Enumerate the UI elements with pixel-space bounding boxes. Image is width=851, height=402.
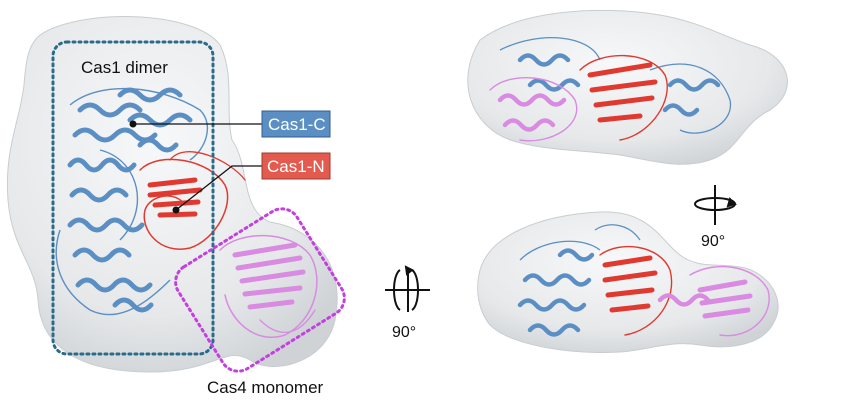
cas1-c-loops-bottom bbox=[519, 224, 641, 261]
cas1-c-loops bbox=[55, 87, 209, 316]
rotation-right-label: 90° bbox=[701, 233, 725, 250]
cas1-dimer-box bbox=[51, 40, 215, 356]
cas1-dimer-label: Cas1 dimer bbox=[81, 58, 168, 77]
cas1-n-tag bbox=[261, 152, 331, 180]
rotation-left-label: 90° bbox=[392, 324, 416, 341]
cas4-monomer-label: Cas4 monomer bbox=[207, 378, 324, 397]
cas4-box bbox=[174, 207, 346, 373]
cas1-c-structure-bottom bbox=[517, 248, 595, 337]
cas1-n-leader bbox=[175, 165, 262, 211]
top-right-view bbox=[467, 9, 788, 165]
cas4-structure-top bbox=[489, 77, 578, 142]
cas1-c-pointer-dot bbox=[129, 120, 137, 128]
cas4-structure-bottom bbox=[657, 265, 770, 337]
rotation-symbol-right bbox=[694, 185, 737, 225]
cas1-n-structure bbox=[139, 151, 246, 250]
cas1-n-pointer-dot bbox=[172, 206, 180, 214]
cas1-c-label: Cas1-C bbox=[268, 115, 326, 134]
cas1-n-structure-top bbox=[579, 54, 668, 141]
cas1-n-structure-bottom bbox=[599, 245, 673, 336]
cas1-c-structure bbox=[67, 87, 193, 313]
left-view: Cas1 dimer Cas4 monomer Cas1-C Cas1-N bbox=[6, 16, 346, 397]
cas1-c-loops-top bbox=[499, 37, 732, 134]
cas4-structure bbox=[219, 234, 318, 338]
cas1-c-structure-top bbox=[517, 53, 721, 117]
rotation-symbol-left bbox=[385, 265, 430, 312]
bottom-right-view bbox=[477, 211, 779, 353]
cas1-n-label: Cas1-N bbox=[267, 157, 325, 176]
cas1-c-tag bbox=[261, 110, 331, 138]
